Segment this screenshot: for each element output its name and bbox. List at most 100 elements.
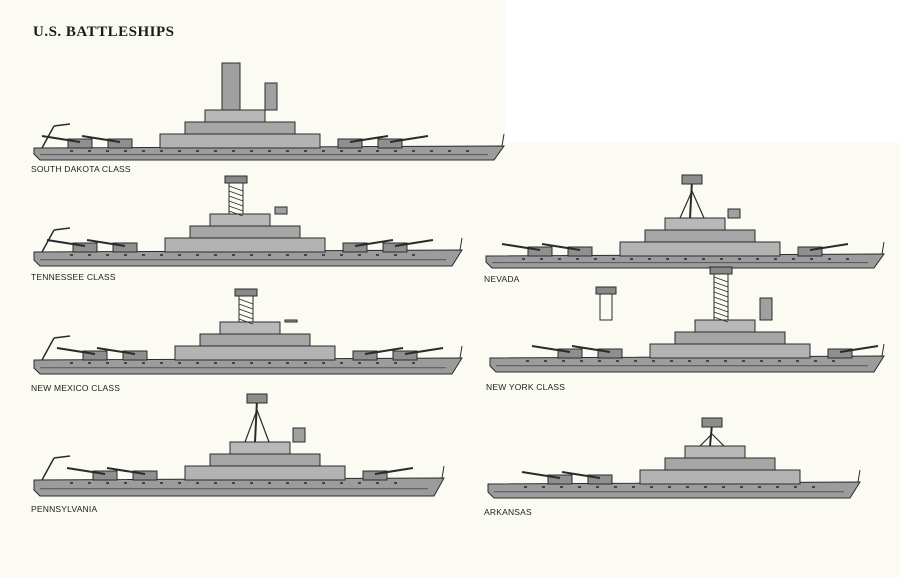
tripod-leg <box>256 409 270 443</box>
superstructure <box>619 241 781 257</box>
porthole <box>756 258 759 260</box>
porthole <box>776 486 779 488</box>
cage-mast-lattice <box>713 306 729 313</box>
bridge <box>664 217 726 231</box>
fore-spotting-top <box>595 286 617 295</box>
gun-turret <box>352 350 378 361</box>
porthole <box>250 362 253 364</box>
porthole <box>578 486 581 488</box>
porthole <box>740 486 743 488</box>
ship-tennessee <box>30 170 466 268</box>
porthole <box>178 254 181 256</box>
porthole <box>794 486 797 488</box>
funnel <box>292 427 306 443</box>
gun-barrel <box>56 347 96 355</box>
porthole <box>232 482 235 484</box>
porthole <box>88 150 91 152</box>
porthole <box>430 150 433 152</box>
gun-barrel <box>809 243 849 251</box>
gun-turret <box>362 470 388 481</box>
gun-barrel <box>374 467 414 475</box>
porthole <box>634 360 637 362</box>
gun-turret <box>337 138 363 149</box>
porthole <box>668 486 671 488</box>
hull <box>489 355 885 373</box>
porthole <box>792 258 795 260</box>
bridge <box>694 319 756 333</box>
porthole <box>394 362 397 364</box>
porthole <box>684 258 687 260</box>
funnel <box>274 206 288 215</box>
ship-arkansas <box>484 412 864 500</box>
gun-barrel <box>531 345 571 353</box>
porthole <box>706 360 709 362</box>
conning-tower <box>221 62 241 111</box>
porthole <box>544 360 547 362</box>
gun-turret <box>527 246 553 257</box>
cage-mast-lattice <box>713 286 729 293</box>
porthole <box>758 486 761 488</box>
funnel <box>727 208 741 219</box>
gun-barrel <box>521 471 561 479</box>
porthole <box>340 254 343 256</box>
ship-nevada <box>482 169 888 270</box>
porthole <box>214 362 217 364</box>
porthole <box>412 254 415 256</box>
porthole <box>666 258 669 260</box>
gun-turret <box>827 348 853 359</box>
porthole <box>720 258 723 260</box>
porthole <box>376 150 379 152</box>
fore-cage-mast <box>599 292 613 321</box>
gun-barrel <box>106 467 146 475</box>
porthole <box>540 258 543 260</box>
cage-mast-lattice <box>713 311 729 318</box>
superstructure-upper <box>644 229 756 243</box>
porthole <box>124 362 127 364</box>
gun-turret <box>587 474 613 485</box>
jack-staff <box>459 237 463 251</box>
ship-label-pennsylvania: PENNSYLVANIA <box>31 504 98 514</box>
cage-mast-lattice <box>713 301 729 308</box>
porthole <box>846 258 849 260</box>
porthole <box>652 360 655 362</box>
porthole <box>630 258 633 260</box>
porthole <box>322 362 325 364</box>
superstructure-upper <box>199 333 311 347</box>
gun-barrel <box>394 239 434 247</box>
porthole <box>814 360 817 362</box>
spotting-top <box>701 417 723 428</box>
gun-turret <box>377 138 403 149</box>
porthole <box>742 360 745 362</box>
porthole <box>394 254 397 256</box>
funnel <box>284 319 298 323</box>
crane <box>41 457 55 481</box>
porthole <box>286 150 289 152</box>
crane-arm <box>53 455 71 459</box>
porthole <box>124 482 127 484</box>
crane <box>41 229 55 253</box>
superstructure <box>184 465 346 481</box>
porthole <box>142 482 145 484</box>
gun-turret <box>392 350 418 361</box>
porthole <box>526 360 529 362</box>
porthole <box>286 362 289 364</box>
gun-barrel <box>354 239 394 247</box>
porthole <box>214 150 217 152</box>
ship-drawing-nevada <box>485 174 885 269</box>
porthole <box>542 486 545 488</box>
porthole <box>124 254 127 256</box>
porthole <box>106 254 109 256</box>
gun-turret <box>72 242 98 253</box>
porthole <box>232 362 235 364</box>
porthole <box>738 258 741 260</box>
spotting-top <box>709 266 733 275</box>
porthole <box>196 254 199 256</box>
porthole <box>812 486 815 488</box>
ship-label-nevada: NEVADA <box>484 274 520 284</box>
ship-drawing-new-mexico <box>33 288 463 375</box>
crane-arm <box>53 335 71 339</box>
porthole <box>560 486 563 488</box>
ship-label-south-dakota: SOUTH DAKOTA CLASS <box>31 164 131 174</box>
porthole <box>648 258 651 260</box>
gun-barrel <box>541 243 581 251</box>
